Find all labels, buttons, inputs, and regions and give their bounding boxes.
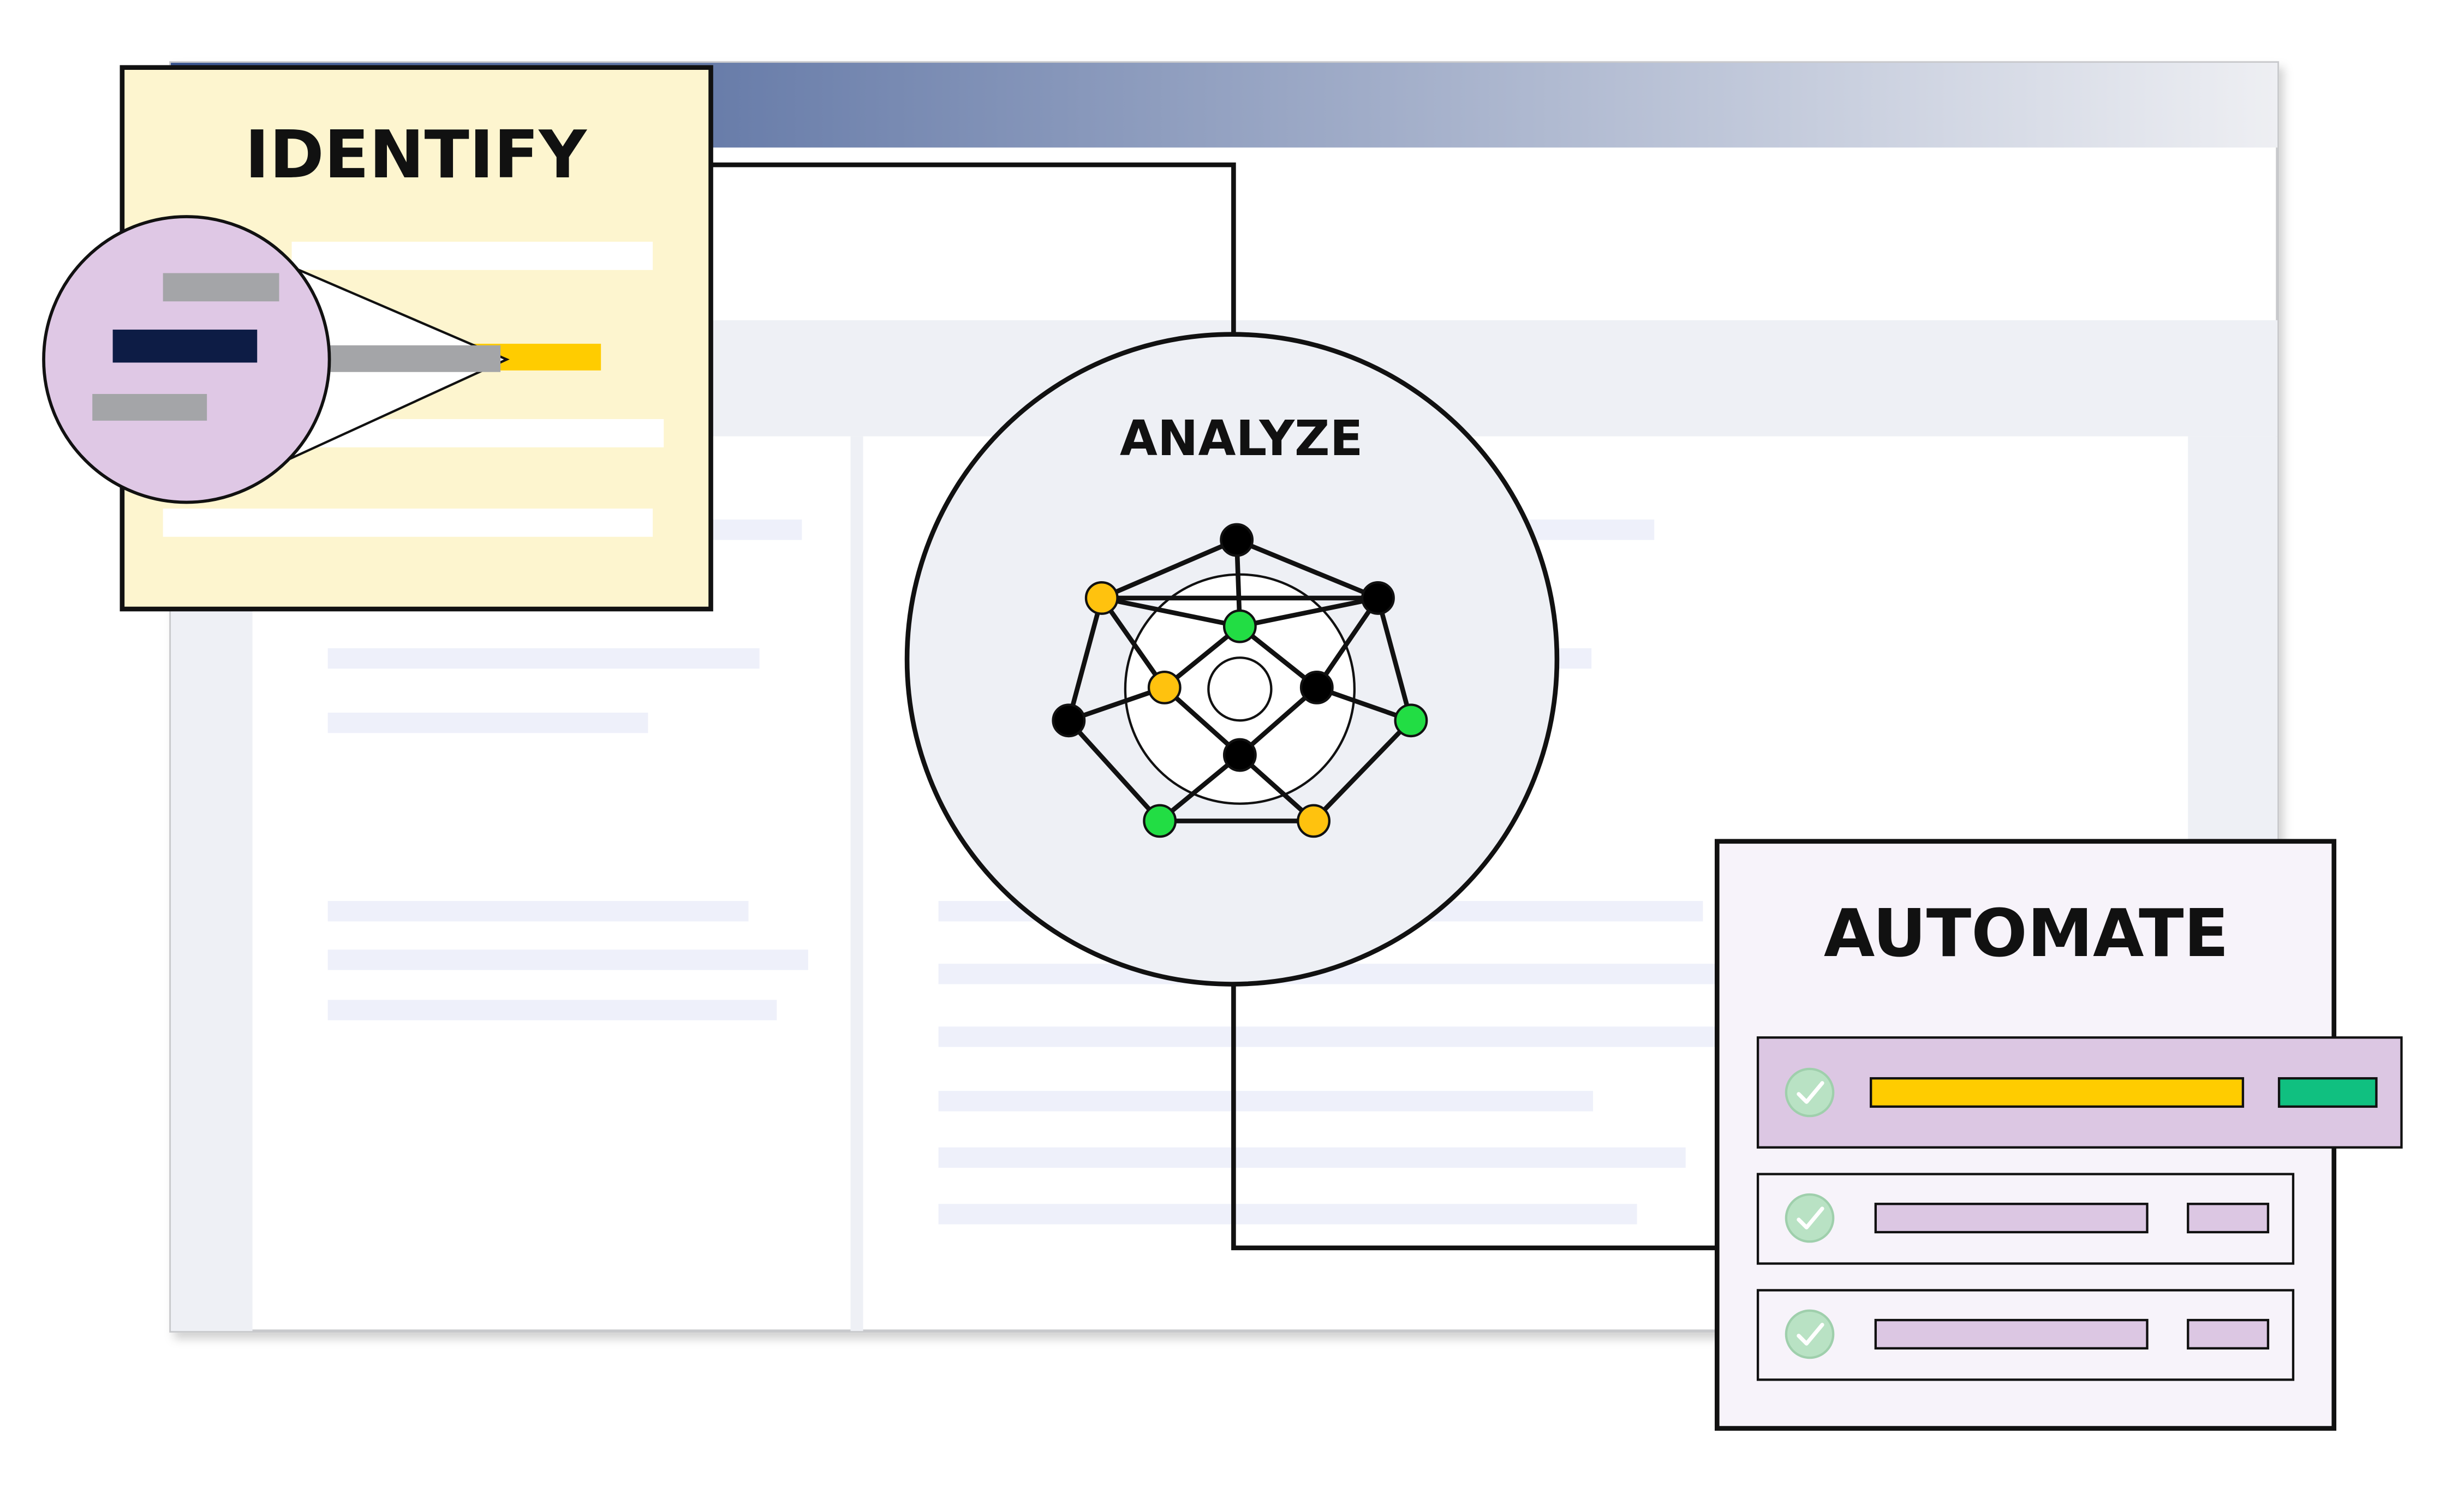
automate-card: AUTOMATE (1715, 839, 2403, 1431)
text-line (938, 1147, 1686, 1168)
text-line (327, 712, 648, 733)
graph-node-green (1143, 804, 1177, 838)
text-line (327, 949, 808, 970)
text-line (938, 1026, 1719, 1047)
graph-node-yellow (1147, 670, 1182, 704)
check-circle-icon (1785, 1193, 1835, 1243)
graph-nodes (1052, 523, 1428, 838)
graph-node-yellow (1084, 581, 1119, 615)
magnifier-gray-bar (163, 273, 279, 302)
automate-title: AUTOMATE (1824, 895, 2229, 972)
check-circle-icon (1785, 1067, 1835, 1118)
text-line (327, 1000, 777, 1020)
magnifier-beam-gray-bar (315, 345, 501, 372)
text-line (327, 901, 749, 922)
automate-row-bar-small (2187, 1203, 2270, 1234)
graph-node-green (1222, 609, 1257, 643)
text-line (938, 1091, 1594, 1112)
network-graph-icon (1052, 523, 1428, 838)
connector-analyze-automate (1231, 982, 1717, 1251)
magnifier-gray-bar (92, 393, 207, 421)
right-column-text-lines (938, 519, 1719, 1225)
connector-lines (711, 162, 1717, 1251)
automate-row-bar (1874, 1203, 2149, 1234)
graph-node-black (1220, 523, 1254, 557)
graph-node-green (1394, 703, 1428, 738)
window-column-divider (850, 436, 863, 1331)
identify-text-line (163, 508, 653, 537)
identify-title: IDENTIFY (245, 117, 588, 193)
analyze-node: ANALYZE (904, 332, 1560, 987)
automate-row (1756, 1173, 2295, 1265)
automate-row (1756, 1289, 2295, 1381)
automate-row-bar-yellow (1870, 1077, 2245, 1108)
text-line (327, 648, 760, 669)
magnifier-icon (42, 215, 510, 504)
identify-text-line (291, 241, 653, 270)
graph-node-black (1052, 703, 1086, 738)
text-line (938, 1204, 1637, 1225)
identify-card: IDENTIFY (42, 65, 713, 612)
magnifier-navy-bar (112, 330, 258, 363)
automate-row-bar-small (2187, 1318, 2270, 1350)
automate-row-active (1756, 1036, 2403, 1149)
graph-node-black (1361, 581, 1395, 615)
connector-identify-analyze (711, 162, 1236, 336)
graph-node-black (1299, 670, 1334, 704)
graph-node-black (1222, 738, 1257, 772)
graph-node-yellow (1297, 804, 1331, 838)
check-circle-icon (1785, 1309, 1835, 1359)
automate-row-bar (1874, 1318, 2149, 1350)
analyze-title: ANALYZE (1120, 410, 1363, 467)
graph-inner-ring (1207, 656, 1273, 722)
automate-row-bar-green (2277, 1077, 2378, 1108)
